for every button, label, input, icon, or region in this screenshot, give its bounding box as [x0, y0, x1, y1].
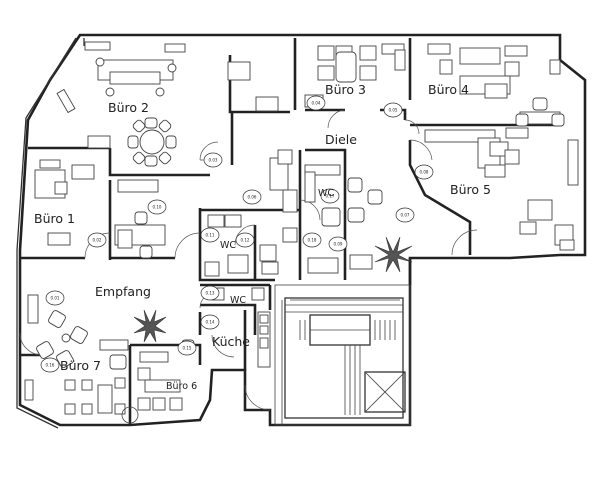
tag-0-02: 0.02: [87, 232, 107, 248]
buero5-furniture: [477, 137, 579, 251]
room-label-buero3: Büro 3: [325, 82, 366, 97]
svg-text:0.07: 0.07: [401, 213, 410, 218]
room-label-empfang: Empfang: [95, 284, 151, 299]
tag-0-05: 0.05: [383, 102, 403, 118]
room-tags: 0.01 0.02 0.03 0.04 0.05 0.06 0.07 0.08 …: [40, 95, 434, 373]
svg-text:0.17: 0.17: [326, 194, 335, 199]
svg-text:0.18: 0.18: [308, 238, 317, 243]
svg-text:0.04: 0.04: [312, 101, 321, 106]
tag-0-01: 0.01: [45, 290, 65, 306]
tag-0-17: 0.17: [320, 188, 340, 204]
room-label-buero4: Büro 4: [428, 82, 469, 97]
room-label-wc-center: WC: [318, 188, 334, 199]
tag-0-09: 0.09: [328, 236, 348, 252]
tag-0-10: 0.10: [147, 199, 167, 215]
tag-0-06: 0.06: [242, 189, 262, 205]
tag-0-18: 0.18: [302, 232, 322, 248]
svg-text:0.01: 0.01: [51, 296, 60, 301]
tag-0-11: 0.11: [200, 227, 220, 243]
room-label-buero1: Büro 1: [34, 211, 75, 226]
room-label-buero6: Büro 6: [166, 381, 197, 392]
room-label-wc-bottom: WC: [230, 295, 246, 306]
svg-text:0.02: 0.02: [93, 238, 102, 243]
tag-0-08: 0.08: [414, 164, 434, 180]
svg-text:0.13: 0.13: [206, 291, 215, 296]
svg-text:0.03: 0.03: [209, 158, 218, 163]
buero1-furniture: [34, 159, 166, 259]
stairwell: [274, 284, 411, 426]
svg-text:0.05: 0.05: [389, 108, 398, 113]
buero4-furniture: [424, 43, 565, 143]
buero6-furniture: [137, 351, 183, 411]
tag-0-04: 0.04: [306, 95, 326, 111]
interior-walls: [20, 38, 560, 425]
room-label-wc-left: WC: [220, 240, 236, 251]
svg-text:0.08: 0.08: [420, 170, 429, 175]
room-label-diele: Diele: [325, 132, 357, 147]
central-furniture: [204, 149, 413, 301]
svg-text:0.10: 0.10: [153, 205, 162, 210]
svg-text:0.12: 0.12: [241, 238, 250, 243]
outer-walls: [16, 33, 587, 429]
room-label-buero7: Büro 7: [60, 358, 101, 373]
tag-0-13: 0.13: [200, 285, 220, 301]
tag-0-07: 0.07: [395, 207, 415, 223]
svg-text:0.06: 0.06: [248, 195, 257, 200]
svg-text:0.16: 0.16: [46, 363, 55, 368]
svg-text:0.11: 0.11: [206, 233, 215, 238]
room-label-buero2: Büro 2: [108, 100, 149, 115]
tag-0-14: 0.14: [200, 314, 220, 330]
tag-0-03: 0.03: [203, 152, 223, 168]
empfang-furniture: [27, 294, 195, 370]
tag-0-12: 0.12: [235, 232, 255, 248]
tag-0-15: 0.15: [177, 340, 197, 356]
buero2-furniture: [56, 41, 279, 167]
svg-text:0.15: 0.15: [183, 346, 192, 351]
tag-0-16: 0.16: [40, 357, 60, 373]
room-label-buero5: Büro 5: [450, 182, 491, 197]
room-label-kueche: Küche: [212, 334, 250, 349]
buero7-furniture: [24, 377, 139, 424]
svg-text:0.14: 0.14: [206, 320, 215, 325]
room-labels: Büro 2 Büro 3 Büro 4 Diele Büro 5 Büro 1…: [34, 82, 491, 392]
svg-text:0.09: 0.09: [334, 242, 343, 247]
kueche-furniture: [257, 311, 271, 368]
buero3-furniture: [304, 43, 406, 108]
